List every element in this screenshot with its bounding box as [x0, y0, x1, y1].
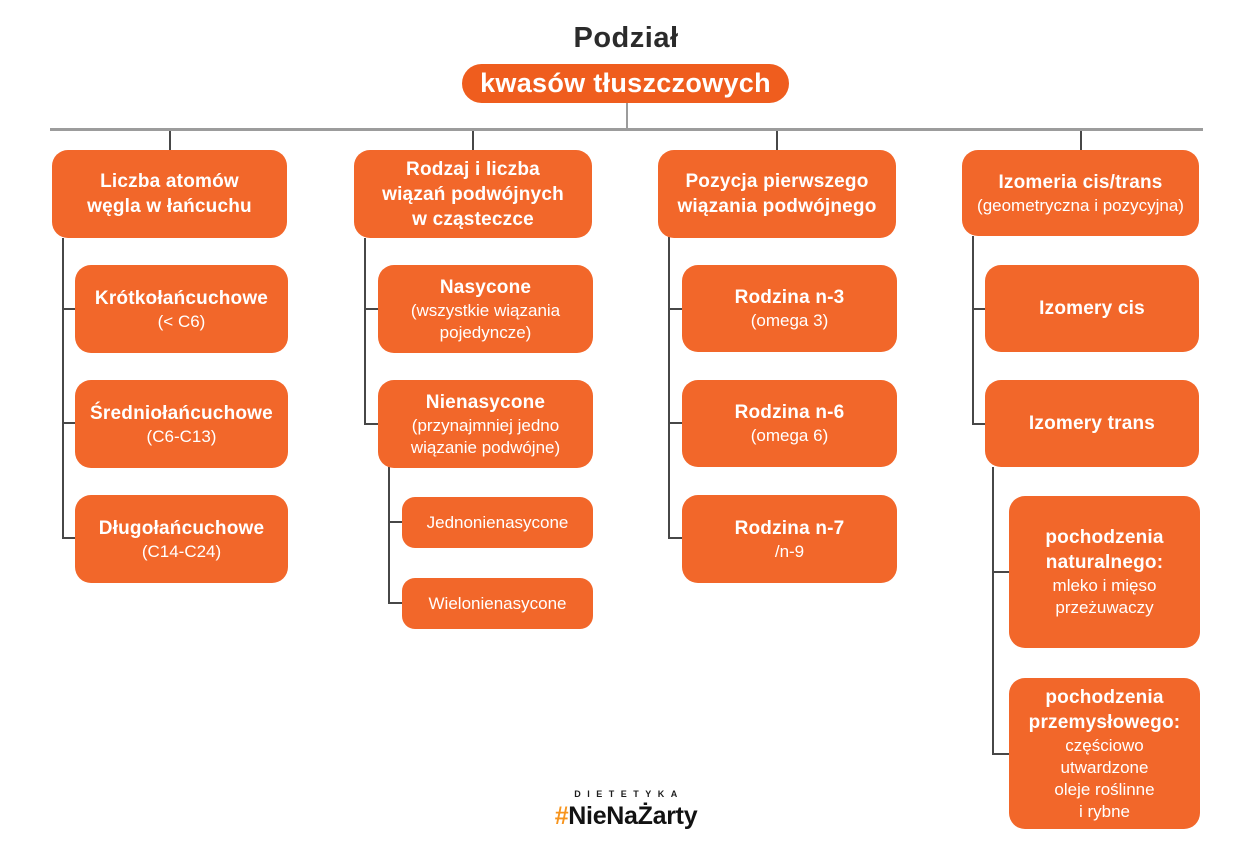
node-subtitle-line: (omega 6)	[750, 426, 829, 445]
node-title-line: Nienasycone	[425, 391, 546, 413]
node-izomery-cis: Izomery cis	[985, 265, 1199, 352]
node-izomery-trans: Izomery trans	[985, 380, 1199, 467]
connector-col4-stub	[1080, 131, 1082, 150]
node-pochodzenia-naturalnego: pochodzenia naturalnego: mleko i mięso p…	[1009, 496, 1200, 648]
connector-col3-vertical	[668, 237, 670, 539]
connector-col4-sub-branch	[992, 571, 1009, 573]
node-title-line: Nasycone	[439, 276, 532, 298]
node-subtitle-line: (C6-C13)	[146, 426, 217, 446]
connector-col4-vertical	[972, 236, 974, 425]
connector-col3-stub	[776, 131, 778, 150]
node-rodzina-n-6: Rodzina n-6 (omega 6)	[682, 380, 897, 467]
node-nienasycone: Nienasycone (przynajmniej jedno wiązanie…	[378, 380, 593, 468]
node-title-line: pochodzenia	[1045, 686, 1164, 708]
page-title: Podział	[573, 22, 679, 54]
logo: DIETETYKA #NieNaŻarty	[546, 789, 706, 831]
node-title-line: Pozycja pierwszego	[685, 171, 869, 192]
node-title-line: naturalnego:	[1045, 552, 1164, 573]
node-subtitle-line: pojedyncze)	[439, 322, 532, 342]
node-sredniolancuchowe: Średniołańcuchowe (C6-C13)	[75, 380, 288, 468]
connector-col4-sub-branch	[992, 753, 1009, 755]
connector-title-stub	[626, 103, 628, 129]
node-title-line: wiązań podwójnych	[382, 183, 564, 205]
node-title-line: Wielonienasycone	[428, 593, 567, 613]
node-subtitle-line: (< C6)	[157, 311, 206, 331]
node-title-line: Liczba atomów	[100, 171, 239, 192]
node-title-line: Krótkołańcuchowe	[94, 287, 269, 309]
connector-col4-sub-vertical	[992, 467, 994, 755]
connector-horizontal-rail	[50, 128, 1203, 131]
connector-col2-vertical	[364, 238, 366, 425]
logo-name-text: NieNaŻarty	[568, 802, 698, 830]
node-title-line: Rodzina n-7	[734, 517, 845, 539]
connector-col1-vertical	[62, 238, 64, 539]
connector-col2-branch	[364, 308, 378, 310]
node-title-line: Izomeria cis/trans	[998, 171, 1163, 193]
node-pozycja-pierwszego-wiazania: Pozycja pierwszego wiązania podwójnego	[658, 150, 896, 238]
node-title-line: Izomery trans	[1028, 413, 1156, 434]
connector-col1-branch	[62, 308, 75, 310]
node-jednonienasycone: Jednonienasycone	[402, 497, 593, 548]
node-subtitle-line: (geometryczna i pozycyjna)	[977, 195, 1184, 215]
node-subtitle-line: (omega 3)	[750, 311, 829, 330]
node-title-line: Jednonienasycone	[426, 512, 569, 532]
node-title-line: pochodzenia	[1045, 527, 1164, 548]
node-rodzina-n-3: Rodzina n-3 (omega 3)	[682, 265, 897, 352]
node-subtitle-line: i rybne	[1078, 801, 1131, 821]
node-title-line: Średniołańcuchowe	[90, 402, 273, 424]
node-liczba-atomow-wegla: Liczba atomów węgla w łańcuchu	[52, 150, 287, 238]
connector-col3-branch	[668, 422, 682, 424]
node-pochodzenia-przemyslowego: pochodzenia przemysłowego: częściowo utw…	[1009, 678, 1200, 829]
connector-col2-sub-branch	[388, 602, 402, 604]
connector-col1-branch	[62, 537, 75, 539]
connector-col4-branch	[972, 308, 985, 310]
connector-col2-sub-vertical	[388, 467, 390, 604]
node-title-line: przemysłowego:	[1028, 711, 1181, 733]
node-subtitle-line: (C14-C24)	[141, 541, 222, 561]
node-title-line: Długołańcuchowe	[98, 517, 265, 539]
node-title-line: węgla w łańcuchu	[87, 196, 252, 217]
title-highlight-pill: kwasów tłuszczowych	[462, 64, 789, 103]
node-subtitle-line: (przynajmniej jedno	[411, 415, 560, 435]
node-title-line: wiązania podwójnego	[677, 196, 877, 217]
node-subtitle-line: częściowo	[1065, 735, 1144, 755]
node-subtitle-line: przeżuwaczy	[1055, 598, 1154, 617]
connector-col2-stub	[472, 131, 474, 150]
node-subtitle-line: (wszystkie wiązania	[410, 300, 561, 320]
connector-col1-stub	[169, 131, 171, 150]
connector-col2-sub-branch	[388, 521, 402, 523]
node-nasycone: Nasycone (wszystkie wiązania pojedyncze)	[378, 265, 593, 353]
node-wielonienasycone: Wielonienasycone	[402, 578, 593, 629]
node-subtitle-line: /n-9	[774, 541, 805, 561]
logo-subtitle: DIETETYKA	[574, 789, 684, 799]
node-rodzaj-i-liczba-wiazan: Rodzaj i liczba wiązań podwójnych w cząs…	[354, 150, 592, 238]
node-izomeria-cis-trans: Izomeria cis/trans (geometryczna i pozyc…	[962, 150, 1199, 236]
connector-col1-branch	[62, 422, 75, 424]
node-title-line: Rodzina n-3	[734, 287, 845, 308]
connector-col2-branch	[364, 423, 378, 425]
node-subtitle-line: utwardzone	[1060, 757, 1149, 777]
node-subtitle-line: mleko i mięso	[1052, 576, 1157, 595]
connector-col4-branch	[972, 423, 985, 425]
node-title-line: Izomery cis	[1039, 298, 1145, 319]
node-title-line: Rodzaj i liczba	[406, 158, 540, 180]
node-dlugolancuchowe: Długołańcuchowe (C14-C24)	[75, 495, 288, 583]
node-title-line: Rodzina n-6	[734, 402, 845, 423]
node-krotkolancuchowe: Krótkołańcuchowe (< C6)	[75, 265, 288, 353]
connector-col3-branch	[668, 308, 682, 310]
node-subtitle-line: oleje roślinne	[1054, 779, 1155, 799]
node-rodzina-n-7: Rodzina n-7 /n-9	[682, 495, 897, 583]
logo-hashtag-icon: #	[554, 802, 569, 830]
title-highlight-text: kwasów tłuszczowych	[480, 68, 771, 98]
node-subtitle-line: wiązanie podwójne)	[410, 437, 561, 457]
logo-name: #NieNaŻarty	[546, 802, 706, 831]
connector-col3-branch	[668, 537, 682, 539]
node-title-line: w cząsteczce	[412, 208, 534, 230]
